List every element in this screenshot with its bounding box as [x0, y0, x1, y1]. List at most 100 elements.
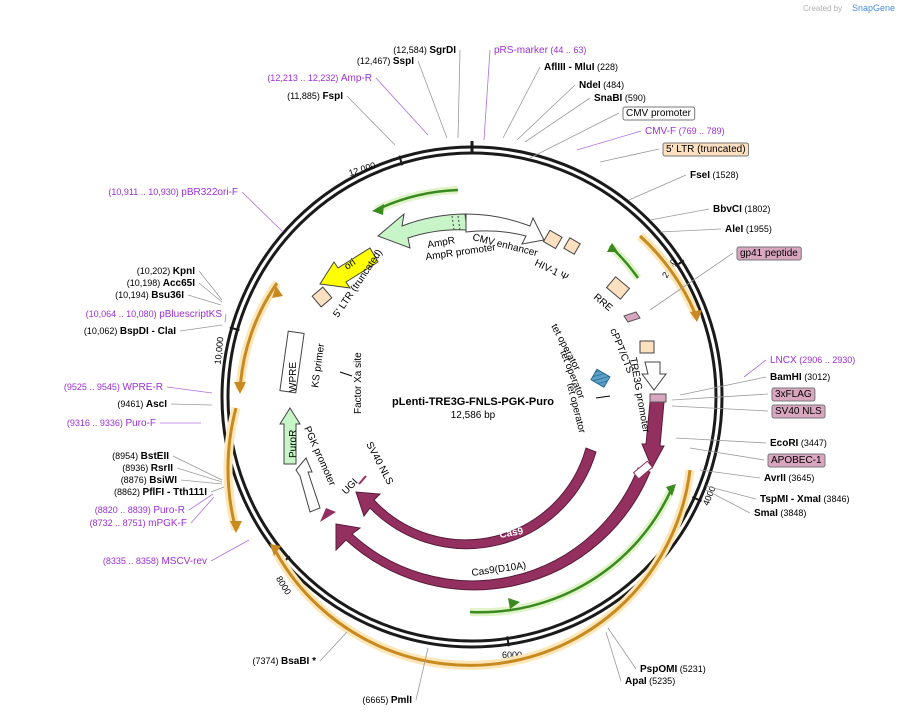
enzyme-text: SnaBI (590): [594, 93, 646, 104]
leader-line: [375, 77, 429, 136]
position: (6665): [362, 695, 391, 705]
enzyme-text: (9461) AscI: [117, 399, 167, 410]
name: RsrII: [151, 463, 173, 474]
leader-line: [524, 97, 591, 143]
position: (12,213 .. 12,232): [267, 73, 341, 83]
enzyme-label: (6665) PmlI: [362, 695, 412, 706]
ugi-arrow: [320, 508, 336, 522]
name: MSCV-rev: [161, 556, 207, 567]
name: mPGK-F: [148, 518, 187, 529]
leader-line: [417, 60, 448, 139]
name: CMV-F: [645, 126, 676, 137]
enzyme-label: (10,202) KpnI: [137, 266, 195, 277]
enzyme-text: (10,194) Bsu36I: [115, 290, 184, 301]
enzyme-text: SmaI (3848): [754, 508, 806, 519]
leader-line: [605, 631, 622, 682]
leader-line: [210, 486, 225, 493]
primer-label: (9316 .. 9336) Puro-F: [67, 418, 156, 429]
name: Bsu36I: [151, 290, 184, 301]
enzyme-label: (10,062) BspDI - ClaI: [84, 326, 176, 337]
name: BsiWI: [149, 475, 177, 486]
position: (12,467): [357, 56, 393, 66]
enzyme-text: TspMI - XmaI (3846): [760, 494, 849, 505]
wpre-label: WPRE: [288, 362, 299, 392]
name: BspDI - ClaI: [120, 326, 176, 337]
name: Amp-R: [341, 73, 372, 84]
leader-line: [457, 49, 461, 139]
feature-box: [736, 246, 802, 261]
cas9-label: Cas9: [499, 526, 525, 541]
enzyme-text: ApaI (5235): [625, 676, 675, 687]
name: Puro-F: [125, 418, 156, 429]
puror-arrow: [279, 407, 301, 465]
leader-line: [607, 627, 637, 670]
leader-line: [319, 631, 348, 662]
leader-line: [529, 112, 620, 159]
ltr-box-left: [311, 286, 333, 308]
position: (44 .. 63): [548, 45, 587, 55]
leader-line: [241, 191, 284, 233]
enzyme-label: (9461) AscI: [117, 399, 167, 410]
enzyme-text: (10,202) KpnI: [137, 266, 195, 277]
position: (1528): [710, 170, 739, 180]
name: AflIII - MluI: [544, 62, 595, 73]
feature-name: gp41 peptide: [740, 248, 798, 259]
rre-box: [605, 276, 631, 300]
enzyme-label: (8876) BsiWI: [121, 475, 178, 486]
name: SnaBI: [594, 93, 623, 104]
name: NdeI: [579, 80, 601, 91]
leader-line: [180, 479, 223, 485]
cppt-box: [639, 340, 655, 354]
name: pRS-marker: [494, 45, 549, 56]
position: (5235): [647, 676, 676, 686]
primer-label: CMV-F (769 .. 789): [645, 126, 725, 137]
name: AvrII: [764, 473, 786, 484]
cas9-end-box: [632, 460, 654, 480]
position: (8954): [112, 451, 141, 461]
name: TspMI - XmaI: [760, 494, 821, 505]
leader-line: [198, 270, 223, 301]
name: FspI: [322, 91, 343, 102]
leader-line: [210, 539, 250, 562]
primer-text: (8732 .. 8751) mPGK-F: [90, 518, 187, 529]
leader-line: [671, 393, 769, 401]
position: (8862): [114, 487, 143, 497]
position: (8936): [122, 463, 151, 473]
primer-label: (12,213 .. 12,232) Amp-R: [267, 73, 372, 84]
name: Puro-R: [153, 505, 185, 516]
enzyme-label: AleI (1955): [725, 224, 772, 235]
position: (9316 .. 9336): [67, 418, 126, 428]
tick-label: 6000: [502, 650, 522, 660]
position: (3447): [798, 438, 827, 448]
enzyme-label: BbvCI (1802): [713, 204, 770, 215]
enzyme-label: (10,198) Acc65I: [127, 278, 195, 289]
tick-mark: [398, 155, 404, 166]
enzyme-text: (10,198) Acc65I: [127, 278, 195, 289]
enzyme-text: PspOMI (5231): [640, 664, 706, 675]
enzyme-text: (12,584) SgrDI: [393, 45, 456, 56]
leader-line: [699, 469, 761, 479]
leader-line: [743, 359, 767, 378]
position: (8732 .. 8751): [90, 518, 149, 528]
green-arc-bottom: [469, 486, 676, 617]
gp41-marker: [623, 311, 641, 323]
position: (10,198): [127, 278, 163, 288]
name: BbvCI: [713, 204, 742, 215]
primer-text: (12,213 .. 12,232) Amp-R: [267, 73, 372, 84]
green-arc-top: [374, 186, 459, 214]
tick-label: 10,000: [213, 336, 226, 364]
cas9-features: [320, 401, 665, 591]
primer-text: (8820 .. 8839) Puro-R: [95, 505, 185, 516]
enzyme-label: EcoRI (3447): [770, 438, 827, 449]
position: (7374): [252, 656, 281, 666]
leader-line: [649, 208, 710, 221]
leader-line: [179, 324, 223, 332]
name: EcoRI: [770, 438, 799, 449]
primer-label: LNCX (2906 .. 2930): [770, 355, 855, 366]
feature-label: 5' LTR (truncated): [662, 142, 750, 157]
enzyme-text: (8936) RsrII: [122, 463, 173, 474]
position: (8876): [121, 475, 150, 485]
primer-label: (8335 .. 8358) MSCV-rev: [103, 556, 207, 567]
name: Acc65I: [163, 278, 195, 289]
leader-line: [188, 493, 214, 511]
